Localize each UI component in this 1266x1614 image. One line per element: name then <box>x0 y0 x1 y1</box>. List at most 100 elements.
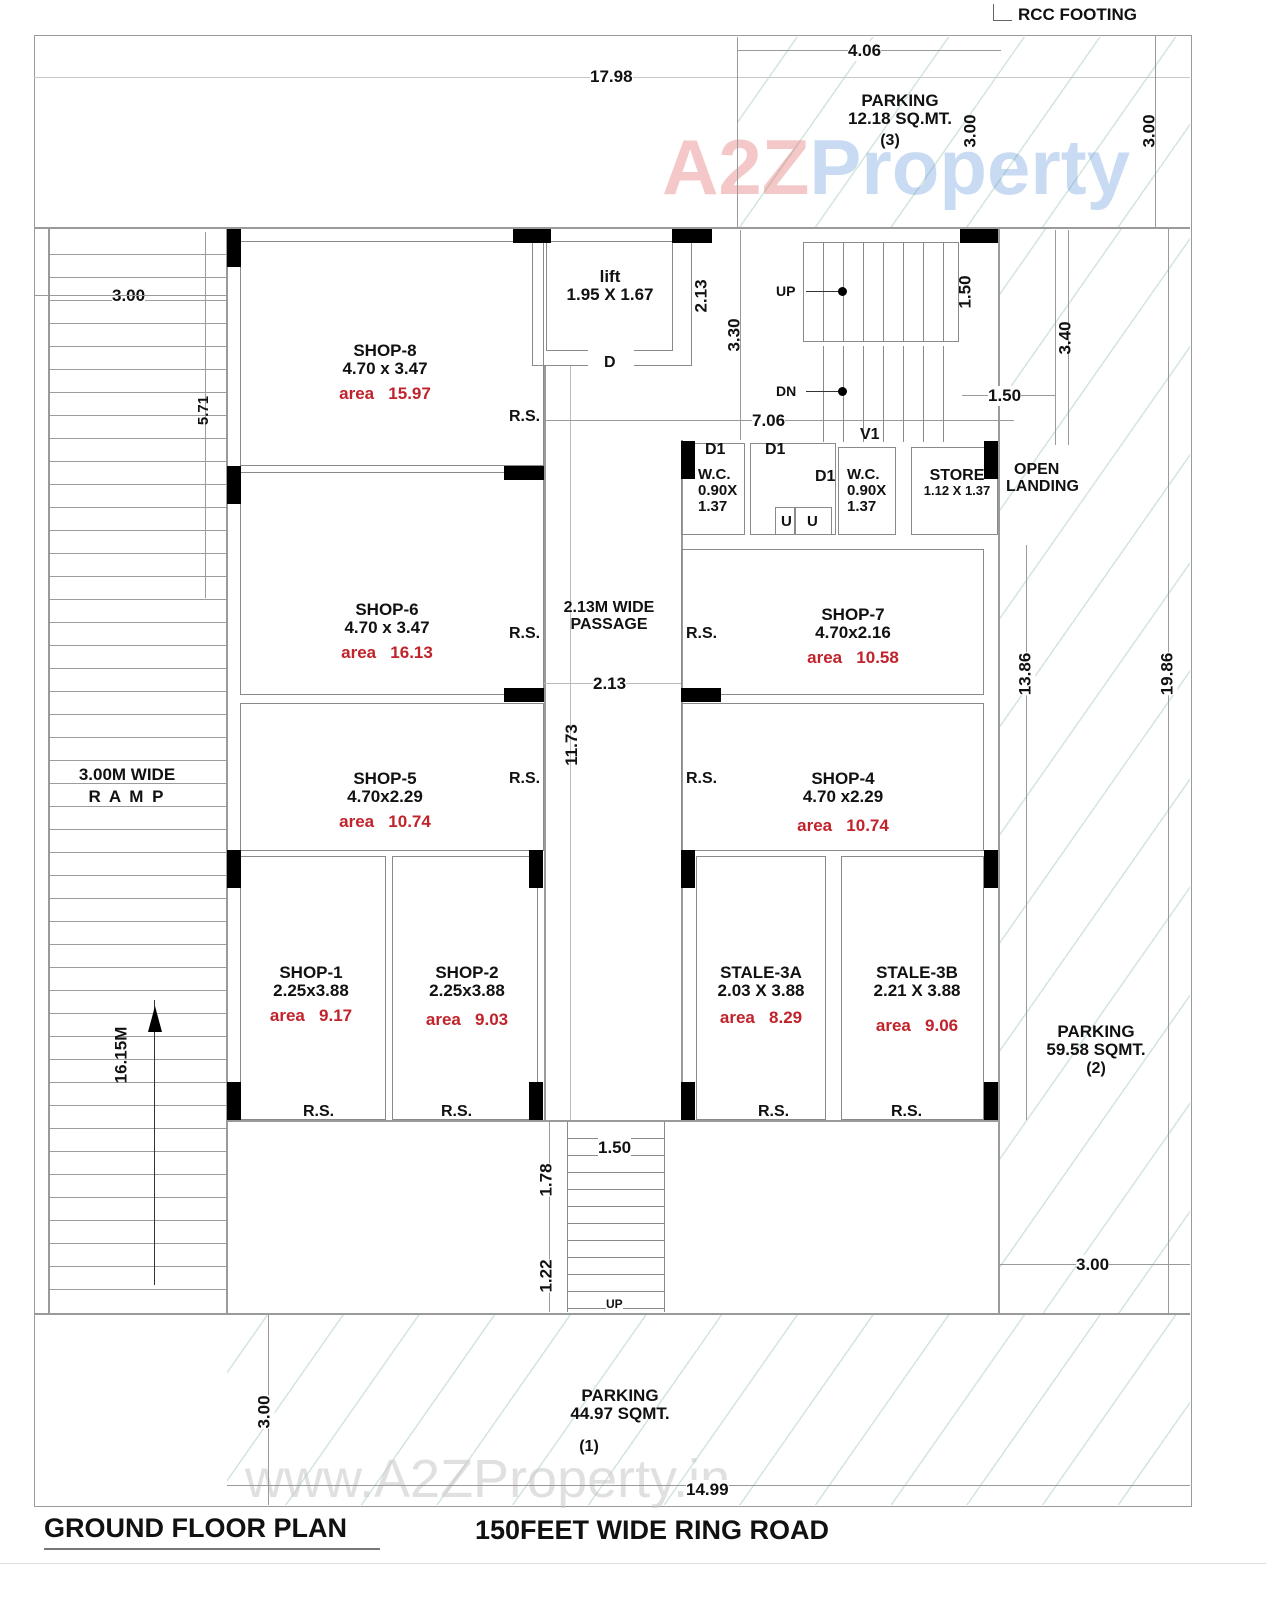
parking-3-left-edge <box>737 37 738 227</box>
dn-leader <box>806 391 842 392</box>
dim-right-outer: 19.86 <box>1157 652 1178 696</box>
landing-edge <box>1055 230 1056 445</box>
passage-dim-line <box>570 365 571 1120</box>
store-room <box>911 447 998 535</box>
lift-door-gap <box>588 344 634 368</box>
rs-label-shop1: R.S. <box>303 1103 335 1120</box>
lift-door-label: D <box>604 354 616 371</box>
stair-up-label: UP <box>776 283 796 299</box>
front-steps-dim-line <box>549 1122 550 1312</box>
landing-edge-2 <box>1068 230 1069 445</box>
dim-top-parking-depth-inner: 3.00 <box>960 114 980 148</box>
wc-1-room <box>681 443 745 535</box>
urinal-label-1: U <box>781 513 792 530</box>
column <box>504 688 544 702</box>
column <box>681 688 721 702</box>
dim-top-parking-depth-outer: 3.00 <box>1139 114 1159 148</box>
dim-front-steps-2: 1.22 <box>536 1259 557 1293</box>
rcc-footing-label: RCC FOOTING <box>1018 5 1137 24</box>
column <box>227 466 241 504</box>
building-right-wall <box>998 227 1000 1314</box>
shop-5-room <box>240 703 544 851</box>
rs-label-shop4: R.S. <box>686 770 718 787</box>
page-bottom-rule <box>0 1563 1266 1564</box>
column <box>529 850 543 888</box>
column <box>504 466 544 480</box>
dim-ramp-upper: 5.71 <box>195 395 213 426</box>
ramp-label-2: R A M P <box>88 787 166 806</box>
building-bottom-line <box>34 1313 1190 1315</box>
rs-label-shop8: R.S. <box>509 408 541 425</box>
passage-left-wall <box>544 365 546 1120</box>
stair-up-dot-icon <box>838 287 847 296</box>
column <box>960 229 998 243</box>
urinal-label-2: U <box>807 513 818 530</box>
stale-3a-room <box>696 856 826 1120</box>
lobby-door-label: D1 <box>765 441 786 458</box>
rs-label-stale3a: R.S. <box>758 1103 790 1120</box>
stair-dn-dot-icon <box>838 387 847 396</box>
rs-label-shop5: R.S. <box>509 770 541 787</box>
column <box>984 850 998 888</box>
parking-1-hatch <box>227 1314 1190 1505</box>
dim-front-width: 14.99 <box>686 1480 729 1500</box>
dim-landing-depth: 3.40 <box>1055 321 1075 355</box>
wc-2-door-label: D1 <box>815 468 836 485</box>
shop-7-room <box>681 549 984 695</box>
dim-stair-flight: 1.50 <box>955 275 975 309</box>
stair-flight-up <box>803 242 959 342</box>
dim-passage-width: 2.13 <box>593 674 627 694</box>
column <box>672 229 712 243</box>
urinal-1 <box>775 507 795 535</box>
ramp-label-1: 3.00M WIDE <box>78 765 176 784</box>
rs-label-shop7: R.S. <box>686 625 718 642</box>
shop-8-room <box>240 241 544 466</box>
ramp-right-edge <box>226 227 228 1314</box>
parking-2-hatch <box>998 227 1190 1314</box>
dim-passage-top: 7.06 <box>752 411 786 431</box>
stair-dim-line <box>740 230 741 440</box>
rs-label-shop6: R.S. <box>509 625 541 642</box>
column <box>529 1082 543 1120</box>
road-label: 150FEET WIDE RING ROAD <box>475 1515 830 1545</box>
ramp-arrow-line <box>154 1000 155 1285</box>
dim-front-steps-1: 1.78 <box>536 1163 557 1197</box>
dim-13-86-line <box>1026 545 1027 1120</box>
rs-label-stale3b: R.S. <box>891 1103 923 1120</box>
dim-front-parking-depth: 3.00 <box>254 1395 275 1429</box>
stale-3b-room <box>841 856 984 1120</box>
dim-3-00-top-line <box>1155 35 1156 227</box>
plan-title: GROUND FLOOR PLAN <box>44 1513 347 1543</box>
wc-1-door-label: D1 <box>705 441 726 458</box>
rs-label-shop2: R.S. <box>441 1103 473 1120</box>
dim-top-parking-width: 4.06 <box>848 41 882 61</box>
shop-2-room <box>392 856 538 1120</box>
plan-title-underline <box>44 1548 380 1550</box>
shop-1-room <box>240 856 386 1120</box>
dim-ramp-width-line <box>34 295 226 296</box>
watermark-url: www.A2ZProperty.in <box>245 1449 731 1509</box>
shop-4-room <box>681 703 984 851</box>
up-leader <box>806 291 842 292</box>
column <box>227 229 241 267</box>
dim-19-86-line <box>1168 227 1169 1314</box>
urinal-2 <box>795 507 832 535</box>
parking-3-hatch <box>737 37 1190 227</box>
dim-right-parking-width: 3.00 <box>1076 1255 1110 1275</box>
column <box>984 441 998 479</box>
wc-2-room <box>838 447 896 535</box>
dim-stair-depth: 3.30 <box>724 318 744 352</box>
